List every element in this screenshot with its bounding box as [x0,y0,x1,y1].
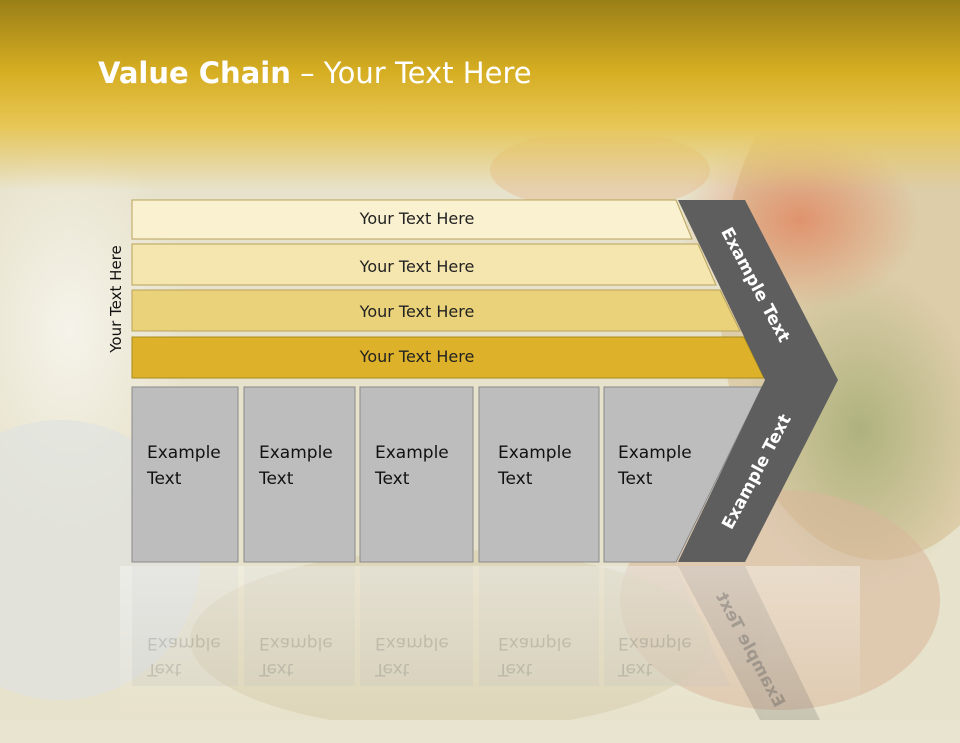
box-text-2-line2: Text [259,469,294,489]
slide-title: Value Chain – Your Text Here [98,56,532,90]
box-text-2: Example Text [259,440,333,492]
row-band-4 [131,336,765,379]
box-text-3-line2: Text [375,469,410,489]
box-text-4-line1: Example [498,443,572,463]
box-text-1-line2: Text [147,469,182,489]
row-band-3 [131,289,741,332]
activity-box-5 [603,386,763,563]
box-text-2-reflection-line2: Text [259,659,294,679]
row-band-2 [131,243,717,286]
box-text-5-line2: Text [618,469,653,489]
box-text-3-reflection-line2: Text [375,659,410,679]
box-text-2-reflection-line1: Example [259,633,333,653]
activity-box-3 [359,386,474,563]
box-text-5-reflection-line2: Text [618,659,653,679]
box-text-4-reflection-line2: Text [498,659,533,679]
activity-box-4 [478,386,600,563]
row-label-3: Your Text Here [359,302,475,321]
title-bold: Value Chain [98,56,291,90]
box-text-4-line2: Text [498,469,533,489]
box-text-1: Example Text [147,440,221,492]
box-text-1-reflection: Text Example [147,630,221,682]
box-text-5-reflection-line1: Example [618,633,692,653]
activity-box-1 [131,386,239,563]
box-text-2-reflection: Text Example [259,630,333,682]
box-text-3-reflection-line1: Example [375,633,449,653]
title-rest: – Your Text Here [290,56,532,90]
box-text-5: Example Text [618,440,692,492]
box-text-5-line1: Example [618,443,692,463]
box-text-5-reflection: Text Example [618,630,692,682]
box-text-1-line1: Example [147,443,221,463]
row-band-1 [131,199,693,240]
box-text-3-line1: Example [375,443,449,463]
activity-box-2 [243,386,356,563]
box-text-1-reflection-line2: Text [147,659,182,679]
box-text-3-reflection: Text Example [375,630,449,682]
row-label-1: Your Text Here [359,209,475,228]
value-chain-diagram [120,199,860,720]
box-text-4-reflection-line1: Example [498,633,572,653]
box-text-4: Example Text [498,440,572,492]
row-label-4: Your Text Here [359,347,475,366]
row-label-2: Your Text Here [359,257,475,276]
box-text-2-line1: Example [259,443,333,463]
box-text-1-reflection-line1: Example [147,633,221,653]
box-text-3: Example Text [375,440,449,492]
box-text-4-reflection: Text Example [498,630,572,682]
chevron-arrow [678,200,838,562]
